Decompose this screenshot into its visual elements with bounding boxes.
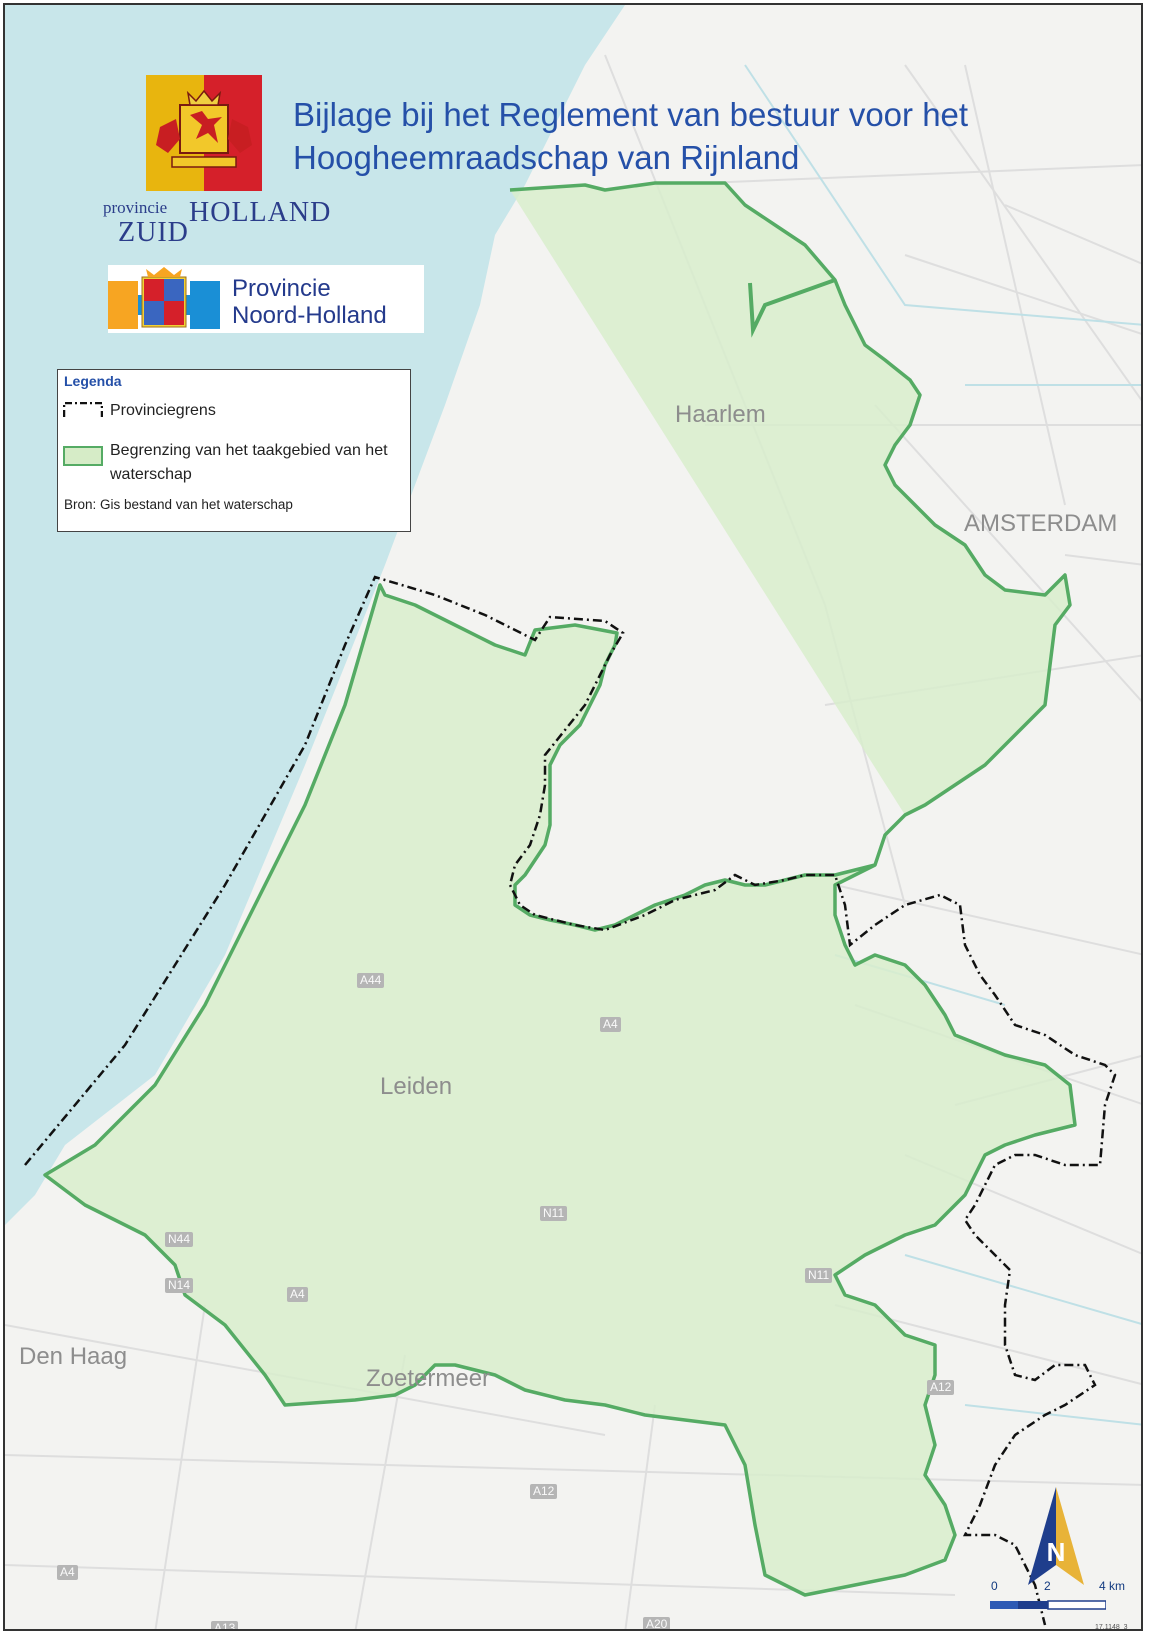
road-label-a44: A44 bbox=[357, 973, 385, 988]
road-label-n14: N14 bbox=[165, 1278, 194, 1293]
road-label-a12-east: A12 bbox=[927, 1380, 955, 1395]
zuid-holland-word-zuid: ZUID bbox=[118, 217, 189, 248]
title-line-1: Bijlage bij het Reglement van bestuur vo… bbox=[293, 96, 969, 133]
road-label-n11-east: N11 bbox=[805, 1268, 833, 1283]
zuid-holland-small-text: provincie bbox=[103, 198, 168, 217]
road-label-a4-north: A4 bbox=[600, 1017, 621, 1032]
road-label-a20: A20 bbox=[643, 1617, 671, 1629]
road-label-n44: N44 bbox=[165, 1232, 194, 1247]
map-frame: Haarlem AMSTERDAM Leiden Den Haag Zoeter… bbox=[3, 3, 1143, 1631]
title-line-2: Hoogheemraadschap van Rijnland bbox=[293, 139, 800, 176]
legend: Legenda Provinciegrens Begrenzing van he… bbox=[57, 369, 411, 532]
noord-holland-line-2: Noord-Holland bbox=[232, 302, 387, 329]
noord-holland-text: Provincie Noord-Holland bbox=[232, 275, 387, 329]
scale-label-4: 4 km bbox=[1099, 1579, 1126, 1593]
north-arrow-icon: N bbox=[1028, 1487, 1084, 1585]
rijnland-spur bbox=[748, 278, 836, 338]
city-label-den-haag: Den Haag bbox=[19, 1343, 128, 1370]
legend-label-area-boundary: Begrenzing van het taakgebied van het wa… bbox=[110, 442, 388, 483]
noord-holland-line-1: Provincie bbox=[232, 275, 331, 302]
noord-holland-logo-mark-icon bbox=[108, 267, 220, 329]
logo-noord-holland: Provincie Noord-Holland bbox=[108, 265, 424, 333]
road-label-a12-south: A12 bbox=[530, 1484, 558, 1499]
scale-label-2: 2 bbox=[1044, 1579, 1051, 1593]
legend-source: Bron: Gis bestand van het waterschap bbox=[64, 497, 293, 512]
map-id: 17.1148_3 bbox=[1095, 1624, 1128, 1631]
city-label-zoetermeer: Zoetermeer bbox=[366, 1365, 491, 1392]
legend-province-border-swatch bbox=[63, 402, 103, 417]
zuid-holland-word-holland: HOLLAND bbox=[189, 197, 332, 228]
city-label-haarlem: Haarlem bbox=[675, 401, 766, 428]
road-label-a4-sw: A4 bbox=[57, 1565, 78, 1580]
legend-label-province-border: Provinciegrens bbox=[110, 402, 216, 419]
legend-area-swatch bbox=[63, 446, 103, 466]
road-label-a13: A13 bbox=[211, 1621, 239, 1629]
scale-bar bbox=[990, 1600, 1106, 1610]
road-label-a4-south: A4 bbox=[287, 1287, 308, 1302]
province-border bbox=[24, 575, 1117, 1626]
scale-label-0: 0 bbox=[991, 1579, 998, 1593]
north-arrow-letter: N bbox=[1047, 1537, 1066, 1567]
logo-zuid-holland: provincie ZUID HOLLAND bbox=[103, 73, 330, 248]
legend-title: Legenda bbox=[64, 373, 122, 389]
road-label-n11-center: N11 bbox=[540, 1206, 568, 1221]
map-title: Bijlage bij het Reglement van bestuur vo… bbox=[293, 93, 968, 179]
city-label-leiden: Leiden bbox=[380, 1073, 453, 1100]
city-label-amsterdam: AMSTERDAM bbox=[964, 510, 1118, 537]
zuid-holland-coat-of-arms-icon bbox=[146, 75, 262, 191]
rijnland-area bbox=[43, 181, 1077, 1597]
